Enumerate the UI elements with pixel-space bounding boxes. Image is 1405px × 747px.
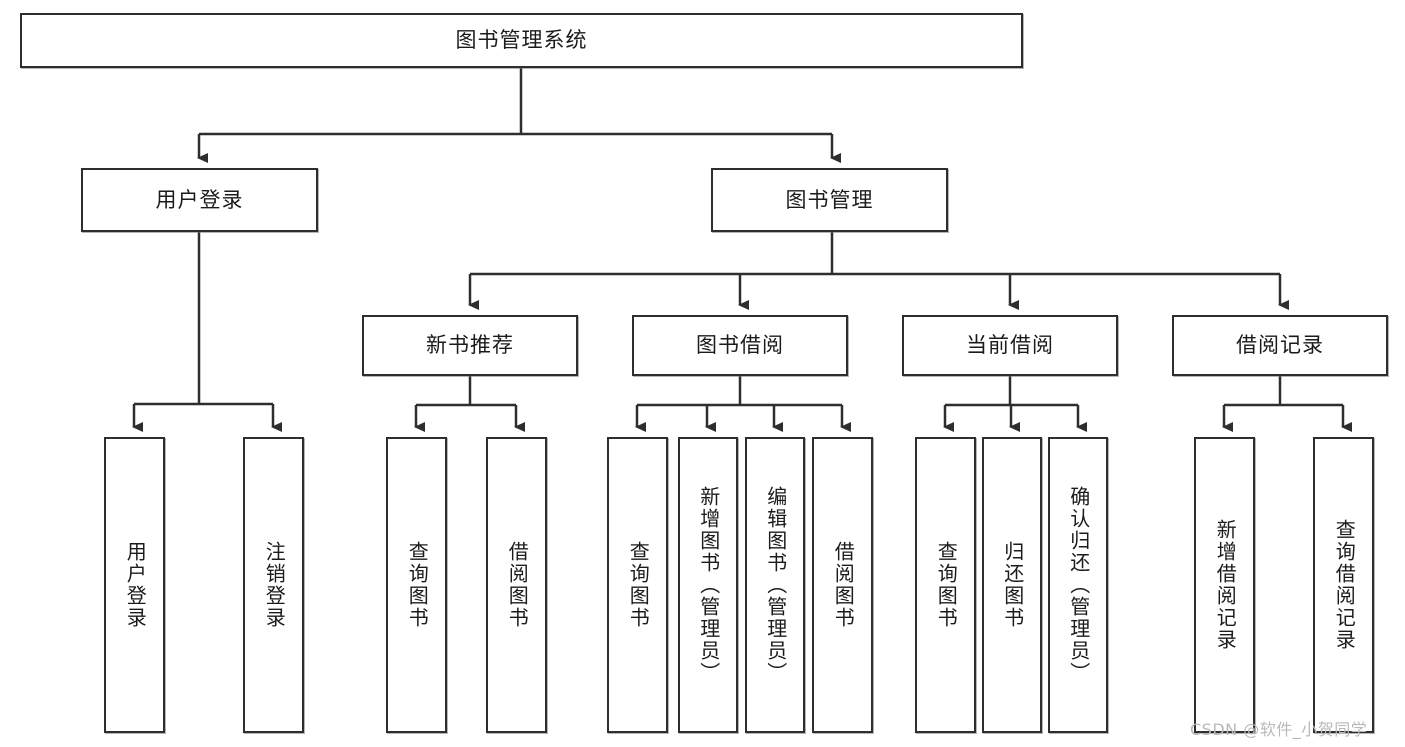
leaf-label: 新增借阅记录 <box>1213 519 1238 651</box>
leaf-label: 注销登录 <box>262 541 287 629</box>
node-borrow-record[interactable]: 借阅记录 <box>1172 315 1388 376</box>
leaf-return-book[interactable]: 归还图书 <box>982 437 1042 733</box>
leaf-label: 查询借阅记录 <box>1332 519 1357 651</box>
leaf-label: 查询图书 <box>405 541 430 629</box>
leaf-label: 用户登录 <box>123 541 148 629</box>
node-root[interactable]: 图书管理系统 <box>20 13 1023 68</box>
leaf-query-book-current[interactable]: 查询图书 <box>915 437 976 733</box>
leaf-label: 查询图书 <box>934 541 959 629</box>
leaf-edit-book-admin[interactable]: 编辑图书（管理员） <box>745 437 805 733</box>
node-book-borrow[interactable]: 图书借阅 <box>632 315 848 376</box>
node-new-book-recommend[interactable]: 新书推荐 <box>362 315 578 376</box>
leaf-label: 借阅图书 <box>831 541 856 629</box>
node-book-borrow-label: 图书借阅 <box>696 333 784 358</box>
leaf-label: 确认归还（管理员） <box>1066 486 1091 684</box>
node-current-borrow-label: 当前借阅 <box>966 333 1054 358</box>
leaf-add-book-admin[interactable]: 新增图书（管理员） <box>678 437 738 733</box>
leaf-query-book-borrow[interactable]: 查询图书 <box>607 437 668 733</box>
leaf-label: 借阅图书 <box>505 541 530 629</box>
leaf-label: 新增图书（管理员） <box>696 486 721 684</box>
leaf-borrow-book[interactable]: 借阅图书 <box>812 437 873 733</box>
leaf-confirm-return-admin[interactable]: 确认归还（管理员） <box>1048 437 1108 733</box>
node-root-label: 图书管理系统 <box>455 28 588 53</box>
node-current-borrow[interactable]: 当前借阅 <box>902 315 1118 376</box>
node-book-management-label: 图书管理 <box>785 187 874 212</box>
node-user-login-label: 用户登录 <box>155 187 244 212</box>
node-borrow-record-label: 借阅记录 <box>1236 333 1324 358</box>
leaf-label: 查询图书 <box>626 541 651 629</box>
leaf-query-book-recommend[interactable]: 查询图书 <box>386 437 447 733</box>
leaf-user-login[interactable]: 用户登录 <box>104 437 165 733</box>
leaf-add-borrow-record[interactable]: 新增借阅记录 <box>1194 437 1255 733</box>
node-new-book-recommend-label: 新书推荐 <box>426 333 514 358</box>
leaf-user-logout[interactable]: 注销登录 <box>243 437 304 733</box>
leaf-label: 归还图书 <box>1000 541 1025 629</box>
node-user-login[interactable]: 用户登录 <box>81 168 318 232</box>
leaf-query-borrow-record[interactable]: 查询借阅记录 <box>1313 437 1374 733</box>
leaf-label: 编辑图书（管理员） <box>763 486 788 684</box>
leaf-borrow-book-recommend[interactable]: 借阅图书 <box>486 437 547 733</box>
csdn-watermark: CSDN @软件_小贺同学 <box>1190 720 1368 739</box>
node-book-management[interactable]: 图书管理 <box>711 168 948 232</box>
